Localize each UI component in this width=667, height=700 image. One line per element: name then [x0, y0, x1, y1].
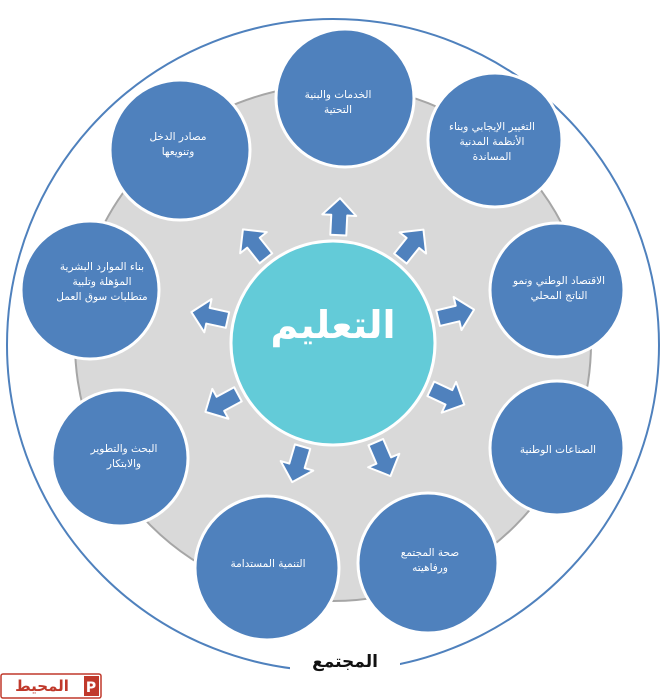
center-label: التعليم: [270, 303, 396, 347]
arrow-shape: [239, 228, 274, 265]
arrow-shape: [279, 443, 315, 484]
node-circle-sustainable: [193, 494, 341, 642]
svg-text:P: P: [86, 680, 96, 696]
arrows-group: [190, 197, 476, 484]
node-label-economy: الاقتصاد الوطني ونمو الناتج المحلي: [499, 274, 619, 304]
arrow-change: [393, 228, 428, 265]
node-line: الاقتصاد الوطني ونمو: [512, 275, 606, 287]
node-line: ورفاهيته: [412, 562, 448, 574]
node-line: والابتكار: [106, 458, 142, 470]
node-line: مصادر الدخل: [149, 131, 207, 143]
arrow-sustainable: [279, 443, 315, 484]
nodes-group: [19, 27, 626, 642]
node-line: الخدمات والبنية: [304, 89, 372, 101]
arrow-shape: [204, 386, 243, 420]
node-line: التغيير الإيجابي وبناء: [449, 121, 535, 133]
arrow-industries: [426, 380, 466, 414]
arrow-research: [204, 386, 243, 420]
logo-text: المحيط: [15, 677, 69, 695]
arrow-economy: [435, 295, 476, 332]
node-line: صحة المجتمع: [400, 547, 460, 559]
society-label: المجتمع: [290, 650, 400, 674]
node-label-services: الخدمات والبنية التحتية: [278, 88, 398, 118]
node-line: الأنظمة المدنية: [459, 136, 525, 148]
node-circle-services: [274, 27, 416, 169]
logo-icon: P: [0, 673, 102, 699]
node-label-industries: الصناعات الوطنية: [498, 443, 618, 458]
arrow-shape: [426, 380, 466, 414]
node-line: وتنويعها: [161, 146, 195, 158]
node-line: البحث والتطوير: [90, 443, 158, 455]
node-circle-change: [426, 71, 564, 209]
node-label-research: البحث والتطوير والابتكار: [64, 442, 184, 472]
node-line: المؤهلة وتلبية: [72, 276, 132, 288]
arrow-services: [321, 197, 358, 237]
arrow-shape: [393, 228, 428, 265]
node-line: متطلبات سوق العمل: [56, 291, 148, 303]
node-line: بناء الموارد البشرية: [59, 261, 145, 273]
node-line: التنمية المستدامة: [230, 558, 306, 570]
arrow-shape: [435, 295, 476, 332]
arrow-income: [239, 228, 274, 265]
node-circle-research: [50, 388, 190, 528]
arrow-shape: [190, 298, 231, 334]
node-circle-industries: [488, 379, 626, 517]
node-line: الصناعات الوطنية: [519, 444, 597, 456]
node-circle-income: [108, 78, 252, 222]
node-label-human-resources: بناء الموارد البشرية المؤهلة وتلبية متطل…: [42, 260, 162, 305]
arrow-shape: [367, 437, 401, 478]
node-line: الناتج المحلي: [530, 290, 588, 302]
node-label-change: التغيير الإيجابي وبناء الأنظمة المدنية ا…: [432, 120, 552, 165]
node-label-sustainable: التنمية المستدامة: [208, 557, 328, 572]
node-label-income: مصادر الدخل وتنويعها: [118, 130, 238, 160]
node-circle-health: [356, 491, 500, 635]
arrow-human-resources: [190, 298, 231, 334]
node-circle-human-resources: [19, 219, 161, 361]
node-line: المساندة: [472, 151, 512, 163]
node-line: التحتية: [323, 104, 353, 116]
arrow-shape: [321, 197, 358, 237]
arrow-health: [367, 437, 401, 478]
node-circle-economy: [488, 221, 626, 359]
center-circle: [229, 239, 437, 447]
node-label-health: صحة المجتمع ورفاهيته: [370, 546, 490, 576]
